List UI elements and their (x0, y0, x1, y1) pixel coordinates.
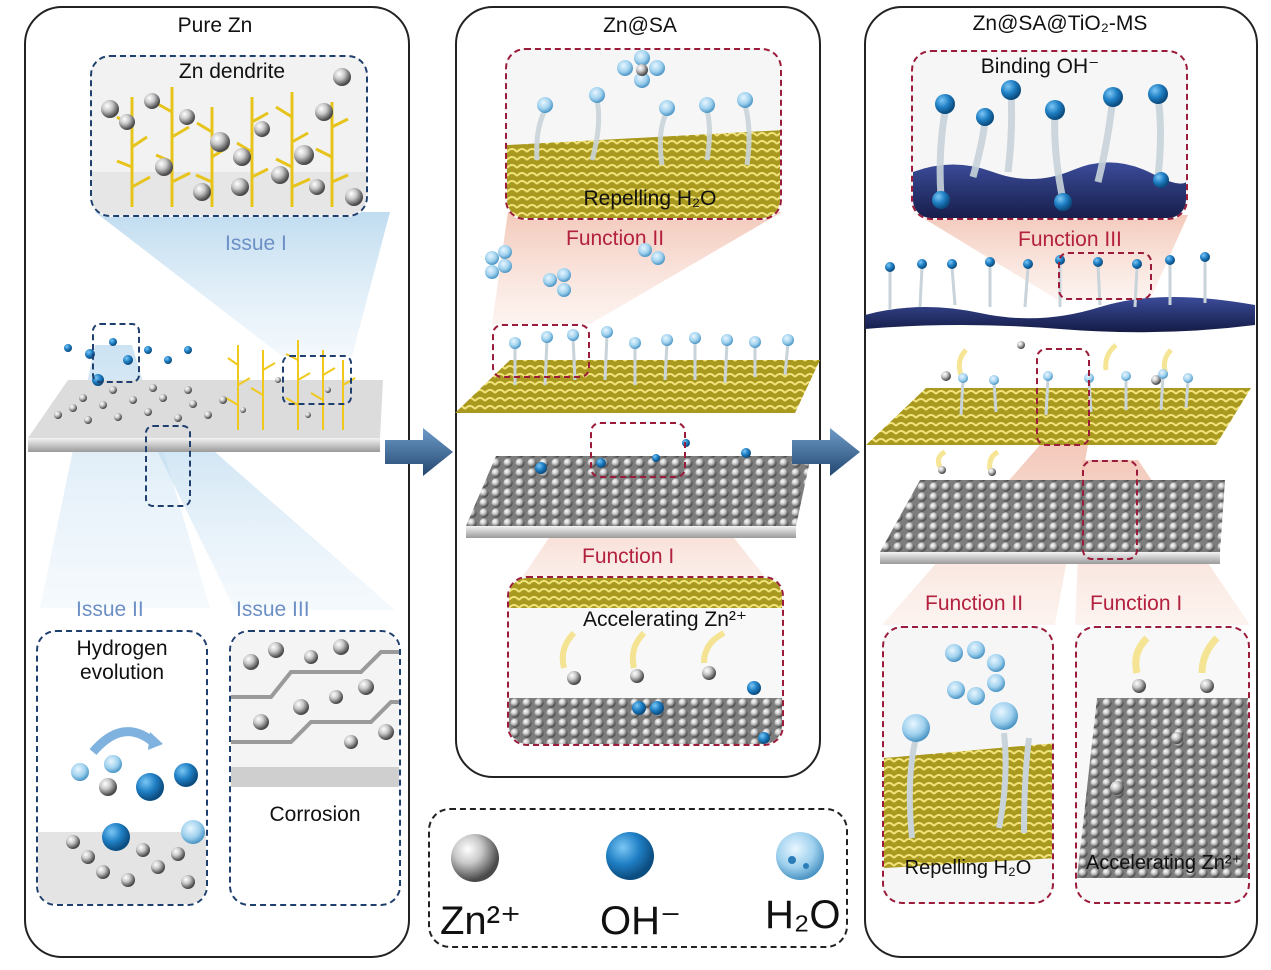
tio2-source-box (1058, 252, 1152, 300)
legend (428, 808, 848, 948)
tio2-accelerating-label: Accelerating Zn²⁺ (1085, 852, 1243, 874)
tio2-function-2-label: Function II (925, 592, 1024, 615)
zn-sa-tio2-title: Zn@SA@TiO₂-MS (972, 12, 1148, 35)
tio2-repelling-inset (882, 626, 1054, 904)
tio2-function-3-label: Function III (1018, 228, 1122, 251)
corrosion-label: Corrosion (269, 803, 361, 826)
binding-illustration (913, 80, 1186, 218)
legend-zn-label: Zn²⁺ (440, 899, 522, 943)
pure-zn-title: Pure Zn (177, 14, 253, 37)
zn-dendrite-inset (90, 55, 368, 217)
repelling-h2o-label: Repelling H₂O (583, 187, 717, 210)
corrosion-inset (229, 630, 401, 906)
repelling-illustration (507, 50, 780, 218)
binding-oh-inset (911, 50, 1188, 220)
legend-oh-label: OH⁻ (600, 899, 682, 943)
zn-sa-function-2-label: Function II (566, 227, 665, 250)
tio2-sa-layer (866, 341, 1251, 445)
zn-sa-title: Zn@SA (603, 14, 677, 37)
arrow-1 (385, 428, 453, 476)
accelerating-illustration (509, 578, 782, 744)
sa-source-box (492, 324, 590, 378)
zn-ion-icon (451, 834, 499, 882)
hydrogen-evolution-inset (36, 630, 208, 906)
dendrite-illustration (92, 68, 366, 215)
pure-zn-plate (28, 338, 383, 452)
issue-1-source-box (282, 355, 352, 405)
floating-h2o-clusters (485, 243, 665, 297)
accelerating-zn-inset (507, 576, 784, 746)
legend-h2o-label: H₂O (765, 893, 841, 937)
issue-3-label: Issue III (236, 598, 310, 621)
repelling-h2o-inset (505, 48, 782, 220)
issue-3-source-box (145, 425, 191, 507)
accelerating-zn-label: Accelerating Zn²⁺ (583, 608, 747, 631)
tio2-accelerating-inset (1075, 626, 1250, 904)
issue-1-label: Issue I (225, 232, 287, 255)
zn-plate-source-box (590, 422, 686, 478)
hydrogen-evolution-label: Hydrogen evolution (76, 637, 168, 684)
corrosion-illustration (231, 632, 399, 787)
tio2-zn-source-box (1082, 460, 1138, 560)
sa-layer (455, 326, 820, 413)
issue-2-label: Issue II (76, 598, 144, 621)
tio2-sa-source-box (1036, 348, 1090, 446)
oh-ion-icon (606, 832, 654, 880)
binding-oh-label: Binding OH⁻ (980, 55, 1100, 78)
h2o-icon (776, 832, 824, 880)
tio2-accelerating-illustration (1077, 635, 1248, 878)
tio2-function-1-label: Function I (1090, 592, 1183, 615)
zn-dendrite-label: Zn dendrite (178, 60, 286, 83)
issue-2-source-box (92, 323, 140, 383)
tio2-repelling-illustration (884, 641, 1052, 868)
tio2-repelling-label: Repelling H₂O (904, 857, 1032, 879)
zn-sa-function-1-label: Function I (582, 545, 675, 568)
hydrogen-evolution-illustration (38, 727, 206, 904)
tio2-zn-plate (880, 449, 1225, 564)
arrow-2 (792, 428, 860, 476)
